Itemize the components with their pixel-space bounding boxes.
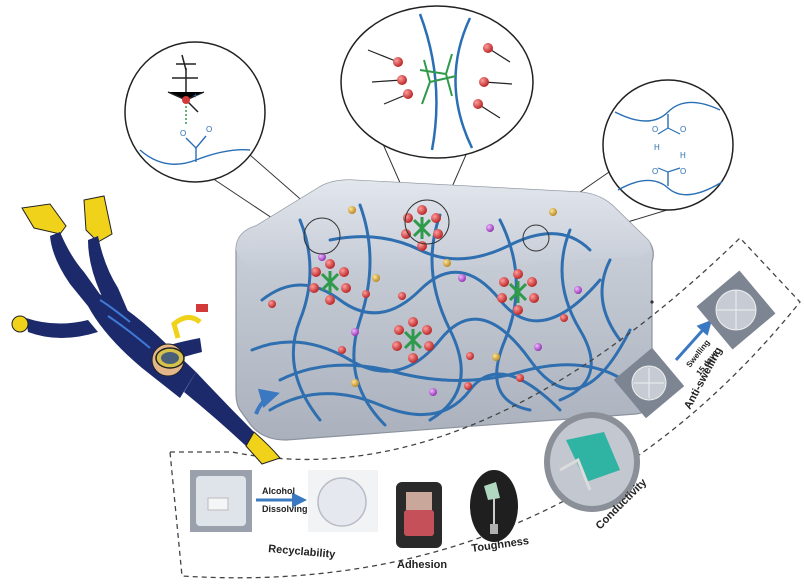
cluster-4 (497, 269, 539, 315)
toughness-panel: Toughness (470, 470, 530, 555)
adhesion-panel: Adhesion (396, 482, 447, 571)
h-bond-oxygen-2: O (680, 125, 686, 134)
inset-cluster-crosslink (340, 5, 534, 159)
cluster-1 (309, 259, 351, 305)
dissolving-label: Dissolving (262, 504, 308, 514)
inset-hydrogen-bond: O O H H O O (602, 79, 734, 211)
hydrogel-block (235, 179, 654, 441)
polymer-network (250, 203, 632, 427)
anion-oxygen: O (180, 129, 186, 138)
properties-band (169, 237, 801, 579)
recyclability-panel: Alcohol Dissolving Recyclability (190, 470, 378, 561)
cluster-3 (392, 317, 434, 363)
h-bond-hydrogen-1: H (654, 143, 660, 152)
anti-swelling-label: Anti-swelling (682, 345, 725, 411)
conductivity-panel: Conductivity (544, 412, 650, 532)
inset-ionic-interaction: + O O (124, 41, 266, 183)
scattered-ions (268, 206, 582, 396)
alcohol-label: Alcohol (262, 486, 295, 496)
ion-clusters (309, 205, 539, 363)
h-bond-oxygen-4: O (680, 167, 686, 176)
carbonyl-oxygen: O (206, 125, 212, 134)
adhesion-label: Adhesion (397, 559, 447, 571)
recyclability-label: Recyclability (268, 543, 337, 561)
h-bond-hydrogen-2: H (680, 151, 686, 160)
diver-illustration (11, 195, 281, 465)
h-bond-oxygen-1: O (652, 125, 658, 134)
return-arrow (254, 388, 280, 415)
h-bond-oxygen-3: O (652, 167, 658, 176)
cation-charge: + (193, 91, 198, 100)
